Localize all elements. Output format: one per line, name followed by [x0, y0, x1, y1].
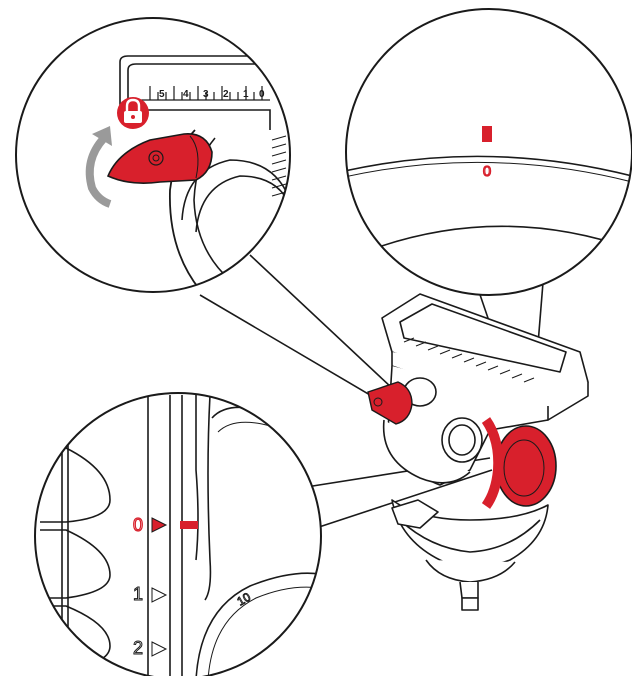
zero-mark-label: 0: [483, 163, 491, 180]
red-pan-lock-lever: [367, 381, 413, 425]
top-scale-labels: 5 4 3 2 1 0: [159, 89, 265, 100]
red-index-mark: [482, 126, 492, 142]
scale-label-1: 1: [133, 584, 143, 604]
red-lock-lever: [106, 133, 213, 184]
scale-tick-label: 3: [203, 89, 209, 100]
zoom-level-mark: 0: [345, 8, 632, 296]
triangle-marker: [151, 587, 168, 603]
tripod-head: [381, 293, 589, 611]
red-tilt-knob: [481, 417, 557, 509]
lock-icon: [117, 97, 149, 129]
scale-tick-label: 0: [259, 89, 265, 100]
triangle-marker: [151, 641, 168, 657]
scale-tick-label: 2: [223, 89, 229, 100]
red-triangle-marker: [151, 517, 168, 533]
zoom-lock-lever: 5 4 3 2 1 0: [15, 17, 291, 293]
zoom-drag-scale: 0 1 2 10: [34, 392, 322, 676]
scale-label-2: 2: [133, 638, 143, 658]
scale-tick-label: 4: [183, 89, 189, 100]
rotate-arrow-icon: [85, 126, 112, 208]
scale-tick-label: 1: [243, 89, 249, 100]
red-index-dash: [180, 521, 198, 529]
scale-tick-label: 5: [159, 89, 165, 100]
scale-label-0: 0: [133, 515, 143, 535]
